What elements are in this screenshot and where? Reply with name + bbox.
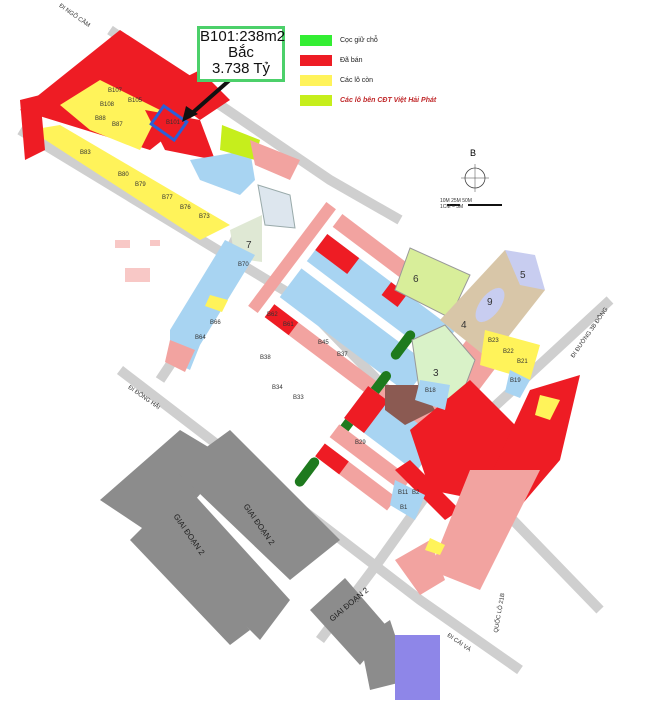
lot-callout: B101:238m2 Bắc 3.738 Tỷ: [197, 26, 285, 82]
legend-item-sold: Đã bán: [300, 50, 436, 70]
lot-label: B61: [283, 322, 294, 328]
lot-label: B11: [398, 490, 409, 496]
lot-label: B37: [337, 352, 348, 358]
west-yellow-lot: [205, 295, 228, 312]
faint-mark: [125, 268, 150, 282]
phase-2-blocks: [100, 430, 410, 690]
yellow-strip: [30, 125, 230, 240]
east-blocks: [390, 375, 580, 595]
lot-label: B62: [267, 312, 278, 318]
lot-label: B76: [180, 205, 191, 211]
b101-highlight: [149, 103, 189, 143]
lot-label: B2: [412, 490, 420, 496]
legend-item-partner: Các lô bên CĐT Việt Hải Phát: [300, 90, 436, 110]
zone-6-label: 6: [413, 274, 419, 285]
lot-label: B1: [400, 505, 408, 511]
callout-lot-area: B101:238m2: [200, 28, 286, 45]
lot-label: B88: [95, 116, 106, 122]
zone-4-label: 4: [461, 320, 467, 331]
red-west: [20, 95, 45, 160]
blue-b19: [505, 370, 530, 398]
lot-label: B105: [128, 98, 143, 104]
legend-swatch: [300, 74, 332, 86]
legend-swatch: [300, 94, 332, 106]
lot-label: B101: [166, 120, 181, 126]
lot-label: B77: [162, 195, 173, 201]
pink-block: [250, 140, 300, 180]
south-central-blocks: [315, 385, 441, 511]
lot-label: B33: [293, 395, 304, 401]
legend-swatch: [300, 34, 332, 46]
lot-label: B34: [272, 385, 283, 391]
lot-label: B108: [100, 102, 115, 108]
lot-label: B73: [199, 214, 210, 220]
lot-label: B79: [135, 182, 146, 188]
faint-mark: [150, 240, 160, 246]
lot-label: B87: [112, 122, 123, 128]
west-pink-lot: [165, 340, 195, 372]
legend-item-available: Các lô còn: [300, 70, 436, 90]
zone-9-label: 9: [487, 297, 493, 308]
central-grid: [248, 202, 515, 448]
legend-item-reserved: Cọc giữ chỗ: [300, 30, 436, 50]
lot-label: B64: [195, 335, 206, 341]
arrow-head: [182, 106, 198, 122]
callout-price: 3.738 Tỷ: [211, 60, 271, 77]
lot-label: B66: [210, 320, 221, 326]
lot-label: B38: [260, 355, 271, 361]
lot-label: B107: [108, 88, 123, 94]
lot-label: B70: [238, 262, 249, 268]
yellow-block: [60, 80, 160, 150]
zone-3-label: 3: [433, 368, 439, 379]
red-north: [160, 70, 230, 120]
blue-block: [190, 150, 255, 195]
red-block: [145, 110, 215, 160]
lot-label: B21: [517, 359, 528, 365]
callout-direction: Bắc: [228, 44, 254, 61]
partner-block: [220, 125, 260, 160]
pond: [257, 184, 296, 229]
legend: Cọc giữ chỗ Đã bán Các lô còn Các lô bên…: [300, 30, 436, 110]
northwest-blocks: [20, 30, 300, 240]
lot-label: B83: [80, 150, 91, 156]
purple-lot: [395, 635, 440, 700]
lot-label: B29: [355, 440, 366, 446]
lot-label: B45: [318, 340, 329, 346]
zone-5-label: 5: [520, 270, 526, 281]
faint-mark: [115, 240, 130, 248]
lot-label: B80: [118, 172, 129, 178]
yellow-lots-b21: [480, 330, 540, 380]
lot-label: B19: [510, 378, 521, 384]
zone-9-pond: [475, 287, 505, 323]
lot-label: B18: [425, 388, 436, 394]
lot-label: B22: [503, 349, 514, 355]
zone-7-label: 7: [246, 240, 252, 251]
north-indicator: B: [470, 148, 477, 158]
lot-label: B23: [488, 338, 499, 344]
zone-5: [505, 250, 545, 290]
callout-arrow: [188, 76, 234, 117]
legend-swatch: [300, 54, 332, 66]
